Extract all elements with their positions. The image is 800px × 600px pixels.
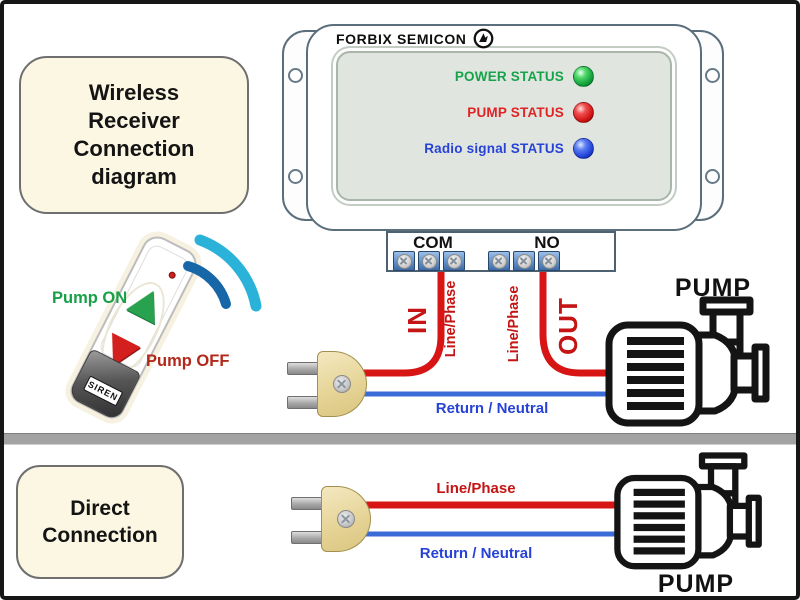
line-phase-label: Line/Phase — [443, 280, 459, 358]
power-status-led-icon — [573, 65, 594, 87]
screw-terminal — [538, 251, 560, 271]
return-neutral-label: Return / Neutral — [419, 545, 533, 562]
pump-on-label: Pump ON — [52, 289, 128, 307]
radio-signal-arc-inner-icon — [183, 261, 231, 309]
pump-status-led-icon — [573, 101, 594, 123]
screw-terminal — [443, 251, 465, 271]
receiver-panel — [336, 51, 672, 201]
brand-row: FORBIX SEMICON — [336, 28, 494, 49]
wireless-title-line: Connection — [73, 136, 195, 161]
wireless-title-line: Wireless — [88, 80, 180, 105]
direct-pump-title: PUMP — [657, 570, 735, 598]
line-phase-label: Line/Phase — [506, 285, 522, 363]
screw-icon — [516, 253, 532, 269]
screw-terminal — [393, 251, 415, 271]
wireless-title-line: Receiver — [88, 108, 180, 133]
direct-title-line: Connection — [42, 524, 158, 547]
screw-terminal — [488, 251, 510, 271]
pump-image — [602, 295, 774, 435]
screw-icon — [541, 253, 557, 269]
direct-section-title-box: Direct Connection — [16, 465, 184, 579]
screw-terminal — [418, 251, 440, 271]
section-divider — [4, 433, 796, 445]
radio-signal-arc-outer-icon — [194, 234, 262, 312]
pump-status-label: PUMP STATUS — [467, 104, 564, 120]
pump-off-label: Pump OFF — [146, 352, 230, 370]
wireless-title-line: diagram — [91, 164, 177, 189]
mount-hole-icon — [288, 68, 303, 83]
live-wire-in — [358, 262, 445, 377]
direct-pump-image — [611, 451, 766, 577]
wire-in-label: IN — [401, 306, 432, 334]
power-status-row: POWER STATUS — [344, 65, 594, 87]
power-status-label: POWER STATUS — [454, 68, 564, 84]
brand-name: FORBIX SEMICON — [336, 30, 467, 47]
direct-title-line: Direct — [70, 497, 130, 520]
terminal-strip: COM NO — [386, 231, 616, 272]
screw-icon — [337, 510, 355, 528]
forbix-logo-icon — [473, 28, 493, 49]
pump-title: PUMP — [674, 274, 752, 302]
wire-out-label: OUT — [552, 297, 583, 355]
terminal-label-com: COM — [413, 233, 453, 252]
line-phase-label: Line/Phase — [436, 480, 516, 497]
plug-pin-icon — [291, 497, 323, 510]
radio-status-led-icon — [573, 137, 594, 159]
screw-icon — [421, 253, 437, 269]
screw-icon — [396, 253, 412, 269]
screw-icon — [491, 253, 507, 269]
live-wire-out — [539, 262, 620, 377]
wires-layer — [183, 234, 626, 537]
mount-hole-icon — [288, 169, 303, 184]
radio-status-label: Radio signal STATUS — [424, 140, 564, 156]
pump-status-row: PUMP STATUS — [344, 101, 594, 123]
plug-pin-icon — [287, 362, 319, 375]
mount-hole-icon — [705, 169, 720, 184]
wireless-section-title-box: Wireless Receiver Connection diagram — [19, 56, 249, 214]
screw-icon — [333, 375, 351, 393]
screw-terminal — [513, 251, 535, 271]
mount-hole-icon — [705, 68, 720, 83]
plug-pin-icon — [291, 531, 323, 544]
radio-status-row: Radio signal STATUS — [344, 137, 594, 159]
screw-icon — [446, 253, 462, 269]
return-neutral-label: Return / Neutral — [435, 400, 549, 417]
plug-pin-icon — [287, 396, 319, 409]
terminal-label-no: NO — [534, 233, 560, 252]
